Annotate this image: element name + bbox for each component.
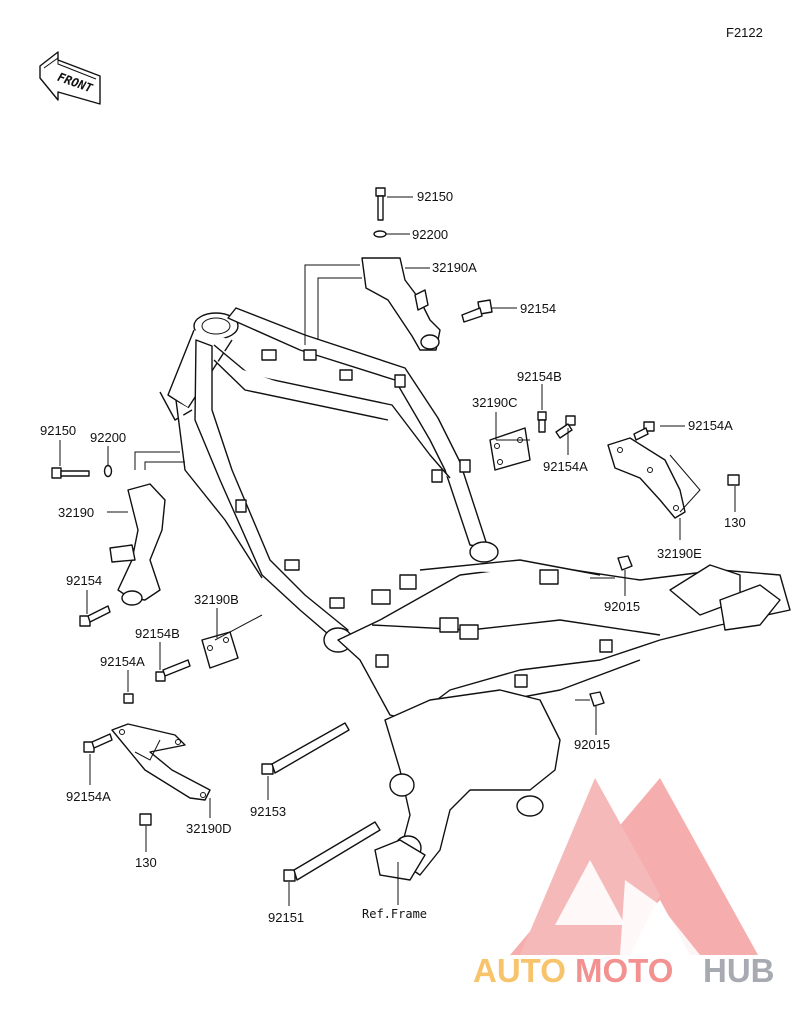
- watermark-text: AUTO MOTO HUB: [473, 952, 775, 989]
- bolt-92154A-right-mid: [555, 415, 576, 439]
- label-92154B-left: 92154B: [135, 626, 180, 641]
- watermark-hub: HUB: [703, 952, 775, 989]
- bracket-32190C: [489, 427, 531, 471]
- bolt-92154B-left: [155, 659, 191, 682]
- label-130-right: 130: [724, 515, 746, 530]
- frame-illustration: [159, 307, 791, 881]
- leader-lines: [59, 196, 736, 906]
- bracket-32190B: [201, 631, 239, 669]
- bolt-92154A-left-lower: [83, 733, 113, 753]
- bolt-92154A-left-upper: [123, 693, 134, 704]
- label-92150-left: 92150: [40, 423, 76, 438]
- bolt-92151: [283, 821, 381, 882]
- label-92154A-right-mid: 92154A: [543, 459, 588, 474]
- nut-92015-lower: [589, 691, 605, 707]
- label-32190A: 32190A: [432, 260, 477, 275]
- nut-130-right: [727, 474, 740, 486]
- label-92015-lower: 92015: [574, 737, 610, 752]
- label-92154A-left-upper: 92154A: [100, 654, 145, 669]
- figure-code: F2122: [726, 25, 763, 40]
- label-130-left: 130: [135, 855, 157, 870]
- bolt-92154A-right-top: [633, 421, 655, 441]
- washer-92200-left: [103, 464, 113, 478]
- bracket-32190A: [361, 257, 441, 351]
- bolt-92150-left: [51, 467, 90, 479]
- label-92154-left: 92154: [66, 573, 102, 588]
- label-92015-upper: 92015: [604, 599, 640, 614]
- label-32190E: 32190E: [657, 546, 702, 561]
- label-92154-top: 92154: [520, 301, 556, 316]
- nut-130-left: [139, 813, 152, 826]
- label-92200-top: 92200: [412, 227, 448, 242]
- label-92150-top: 92150: [417, 189, 453, 204]
- watermark-logo: [510, 778, 758, 955]
- label-92154A-left-lower: 92154A: [66, 789, 111, 804]
- label-32190B: 32190B: [194, 592, 239, 607]
- label-92200-left: 92200: [90, 430, 126, 445]
- label-32190C: 32190C: [472, 395, 518, 410]
- part-labels: 92150 92200 32190A 92154 92154B 32190C 9…: [40, 189, 746, 925]
- front-direction-arrow: FRONT: [39, 51, 101, 105]
- label-32190: 32190: [58, 505, 94, 520]
- bolt-92150-top: [373, 187, 387, 238]
- bracket-32190E: [607, 437, 686, 519]
- label-ref-frame: Ref.Frame: [362, 907, 427, 921]
- nut-92015-upper: [617, 555, 633, 571]
- bolt-92153: [261, 722, 350, 775]
- label-92154B-right: 92154B: [517, 369, 562, 384]
- bolt-92154-left: [79, 605, 111, 627]
- label-92151: 92151: [268, 910, 304, 925]
- watermark-auto: AUTO: [473, 952, 566, 989]
- bracket-32190: [109, 483, 166, 606]
- label-92154A-right-top: 92154A: [688, 418, 733, 433]
- bolt-92154B-right: [537, 411, 547, 433]
- watermark-moto: MOTO: [575, 952, 673, 989]
- label-92153: 92153: [250, 804, 286, 819]
- bolt-92154-top: [461, 299, 493, 323]
- bracket-32190D: [111, 723, 211, 801]
- label-32190D: 32190D: [186, 821, 232, 836]
